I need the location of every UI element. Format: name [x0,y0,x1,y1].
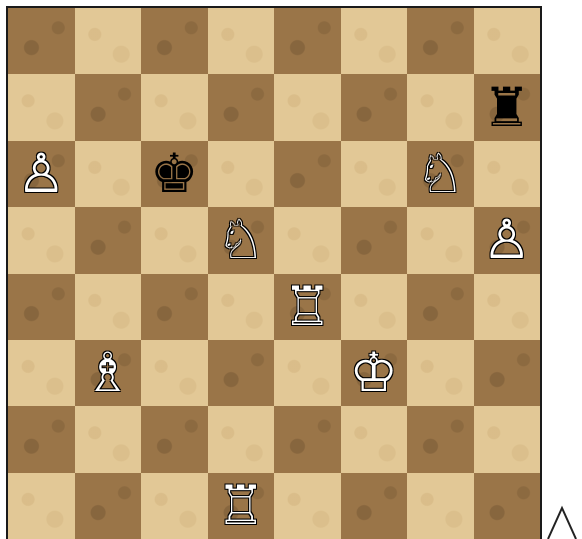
white-king-f3[interactable]: ♔ [350,346,398,400]
square-a7[interactable] [8,74,75,140]
square-e7[interactable] [274,74,341,140]
square-c4[interactable] [141,274,208,340]
square-f1[interactable] [341,473,408,539]
square-g5[interactable] [407,207,474,273]
white-rook-e4[interactable]: ♖ [283,280,331,334]
white-knight-d5[interactable]: ♘ [217,213,265,267]
square-a5[interactable] [8,207,75,273]
square-f8[interactable] [341,8,408,74]
square-f7[interactable] [341,74,408,140]
square-f6[interactable] [341,141,408,207]
square-c5[interactable] [141,207,208,273]
square-e5[interactable] [274,207,341,273]
square-c7[interactable] [141,74,208,140]
square-d6[interactable] [208,141,275,207]
square-b7[interactable] [75,74,142,140]
square-b4[interactable] [75,274,142,340]
square-h3[interactable] [474,340,541,406]
square-g7[interactable] [407,74,474,140]
square-g3[interactable] [407,340,474,406]
square-g8[interactable] [407,8,474,74]
white-knight-g6[interactable]: ♘ [416,147,464,201]
square-f5[interactable] [341,207,408,273]
board-squares: ♜ ♙ ♚ ♘ ♘ ♙ ♖ ♗ ♔ ♖ [8,8,540,539]
square-b6[interactable] [75,141,142,207]
square-d1[interactable]: ♖ [208,473,275,539]
square-b2[interactable] [75,406,142,472]
square-e2[interactable] [274,406,341,472]
square-g1[interactable] [407,473,474,539]
white-rook-d1[interactable]: ♖ [217,479,265,533]
square-d8[interactable] [208,8,275,74]
square-h8[interactable] [474,8,541,74]
square-b5[interactable] [75,207,142,273]
square-d7[interactable] [208,74,275,140]
square-a4[interactable] [8,274,75,340]
square-a2[interactable] [8,406,75,472]
square-h7[interactable]: ♜ [474,74,541,140]
square-b8[interactable] [75,8,142,74]
square-c2[interactable] [141,406,208,472]
square-e8[interactable] [274,8,341,74]
square-g2[interactable] [407,406,474,472]
square-g4[interactable] [407,274,474,340]
square-h4[interactable] [474,274,541,340]
square-g6[interactable]: ♘ [407,141,474,207]
square-d3[interactable] [208,340,275,406]
square-a3[interactable] [8,340,75,406]
square-a1[interactable] [8,473,75,539]
chess-board: ♜ ♙ ♚ ♘ ♘ ♙ ♖ ♗ ♔ ♖ [6,6,542,539]
square-e4[interactable]: ♖ [274,274,341,340]
black-king-c6[interactable]: ♚ [150,147,198,201]
square-d4[interactable] [208,274,275,340]
square-c1[interactable] [141,473,208,539]
square-d2[interactable] [208,406,275,472]
square-h5[interactable]: ♙ [474,207,541,273]
square-h6[interactable] [474,141,541,207]
black-rook-h7[interactable]: ♜ [483,81,531,135]
square-b1[interactable] [75,473,142,539]
triangle-marker-icon [544,502,580,539]
square-f2[interactable] [341,406,408,472]
square-h1[interactable] [474,473,541,539]
square-d5[interactable]: ♘ [208,207,275,273]
square-e1[interactable] [274,473,341,539]
square-f4[interactable] [341,274,408,340]
white-pawn-a6[interactable]: ♙ [17,147,65,201]
white-pawn-h5[interactable]: ♙ [483,213,531,267]
square-e3[interactable] [274,340,341,406]
white-bishop-b3[interactable]: ♗ [84,346,132,400]
square-c6[interactable]: ♚ [141,141,208,207]
square-c3[interactable] [141,340,208,406]
square-f3[interactable]: ♔ [341,340,408,406]
square-a8[interactable] [8,8,75,74]
square-a6[interactable]: ♙ [8,141,75,207]
square-b3[interactable]: ♗ [75,340,142,406]
square-c8[interactable] [141,8,208,74]
square-e6[interactable] [274,141,341,207]
square-h2[interactable] [474,406,541,472]
